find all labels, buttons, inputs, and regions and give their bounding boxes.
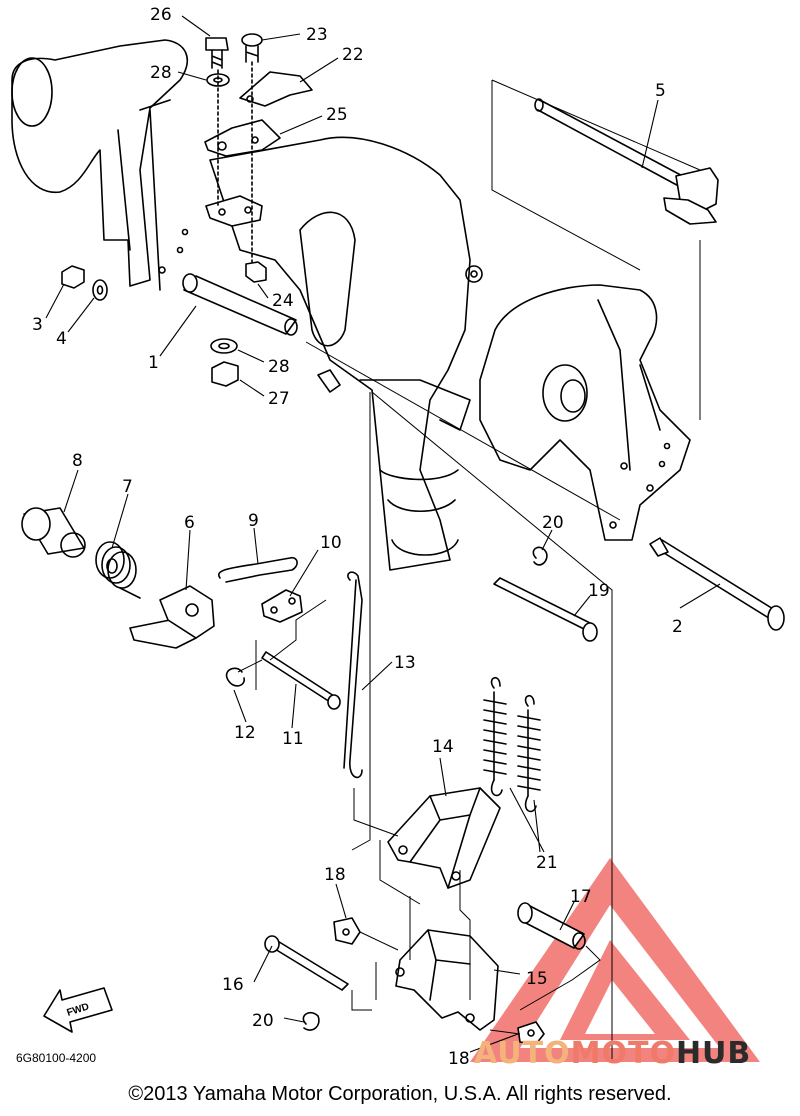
watermark-logo [470,858,760,1062]
callout-3: 3 [32,315,43,335]
callout-22: 22 [342,45,364,65]
callout-16: 16 [222,975,244,995]
callout-17: 17 [570,887,592,907]
callout-23: 23 [306,25,328,45]
callout-26: 26 [150,5,172,25]
sleeve-17 [517,902,586,950]
callout-1: 1 [148,353,159,373]
callout-20-lower: 20 [252,1011,274,1031]
callout-24: 24 [272,291,294,311]
watermark-moto: MOTO [570,1035,676,1071]
callout-15: 15 [526,969,548,989]
bolt-cluster-top [204,33,313,283]
clips-pin-16-18-20 [264,917,361,1031]
bracket-15 [395,929,499,1031]
swivel-bracket-left [11,39,189,291]
callout-8: 8 [72,451,83,471]
callout-28-upper: 28 [150,63,172,83]
callout-27: 27 [268,389,290,409]
bushing-1 [182,273,298,336]
watermark-auto: AUTO [474,1035,571,1071]
bracket-14 [387,787,501,889]
callout-13: 13 [394,653,416,673]
clip-pin-19-20 [493,546,598,642]
clip-18-lower [517,1021,545,1045]
wire-spring-9 [217,556,298,583]
callout-19: 19 [588,581,610,601]
lever-6 [129,585,215,649]
spring-7 [95,541,141,599]
clip-pin-11-12 [225,651,341,710]
callout-20-upper: 20 [542,513,564,533]
callout-28-lower: 28 [268,357,290,377]
drawing-code: 6G80100-4200 [16,1051,96,1065]
callout-21: 21 [536,853,558,873]
swivel-housing [209,136,483,571]
through-bolt-2 [649,537,785,631]
callout-5: 5 [655,81,666,101]
fwd-arrow-icon: FWD [43,987,113,1033]
sleeve-8 [21,507,86,558]
callout-25: 25 [326,105,348,125]
callout-14: 14 [432,737,454,757]
tilt-rod-5 [534,98,719,225]
callout-18-upper: 18 [324,865,346,885]
callout-9: 9 [248,511,259,531]
callout-6: 6 [184,513,195,533]
clamp-bracket-right [479,284,691,541]
callout-labels: 26 23 22 28 25 5 24 3 4 1 28 27 8 7 6 9 … [32,5,683,1069]
callout-4: 4 [56,329,67,349]
link-10 [261,589,303,623]
callout-18-lower: 18 [448,1049,470,1069]
nut-washer-left [61,265,108,301]
callout-12: 12 [234,723,256,743]
rod-13 [343,571,363,779]
callout-7: 7 [122,477,133,497]
leader-lines [45,15,721,1053]
copyright-notice: ©2013 Yamaha Motor Corporation, U.S.A. A… [128,1083,672,1105]
callout-2: 2 [672,617,683,637]
watermark-hub: HUB [675,1035,752,1071]
washer-nut-lower [210,338,239,387]
callout-11: 11 [282,729,304,749]
callout-10: 10 [320,533,342,553]
assembly-lines [237,79,701,1060]
